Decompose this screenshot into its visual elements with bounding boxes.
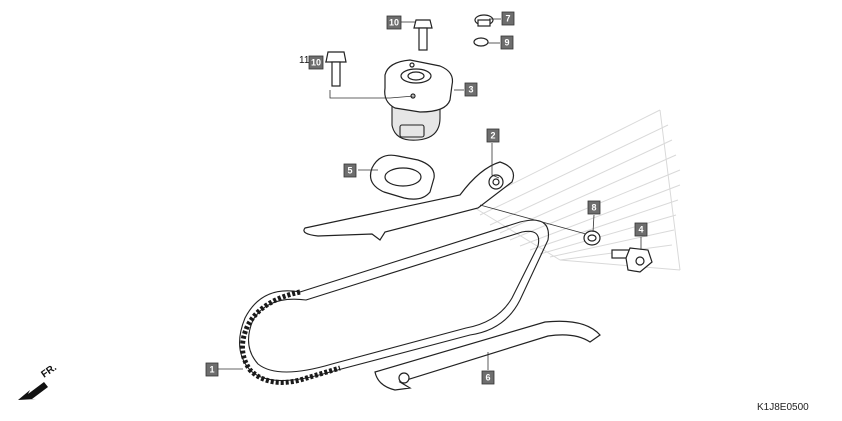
pivot-washer [583,230,601,246]
svg-text:3: 3 [468,85,473,95]
sealing-bolt [474,14,494,27]
svg-text:5: 5 [347,166,352,176]
loose-number-label: 11 [299,55,310,66]
svg-text:7: 7 [505,14,510,24]
svg-text:2: 2 [490,131,495,141]
svg-text:8: 8 [591,203,596,213]
callout-7: 7 [501,11,515,26]
leader-lines [218,18,642,370]
wing-watermark [469,109,681,271]
tensioner-gasket [369,154,435,200]
svg-text:1: 1 [209,365,214,375]
fr-label: FR. [39,362,59,380]
callout-4: 4 [634,222,648,237]
callout-3: 3 [464,82,478,97]
callout-6: 6 [481,370,495,385]
svg-text:10: 10 [389,18,399,28]
callout-9: 9 [500,35,514,50]
svg-text:9: 9 [504,38,509,48]
diagram-code: K1J8E0500 [757,402,809,413]
svg-text:6: 6 [485,373,490,383]
cam-chain [239,219,549,385]
chain-guide [374,320,601,391]
pivot-bolt [611,247,653,273]
svg-text:10: 10 [311,58,321,68]
tensioner-slipper [303,161,515,241]
tensioner-lifter [384,59,454,141]
callout-10-upper: 10 [386,15,402,30]
callout-8: 8 [587,200,601,215]
bolt-10-lower [325,51,347,87]
callout-5: 5 [343,163,357,178]
bolt-10-upper [413,19,433,51]
callout-2: 2 [486,128,500,143]
callout-10-lower: 10 [308,55,324,70]
washer [473,37,489,47]
svg-text:4: 4 [638,225,643,235]
callout-1: 1 [205,362,219,377]
front-direction-indicator: FR. [18,362,59,400]
